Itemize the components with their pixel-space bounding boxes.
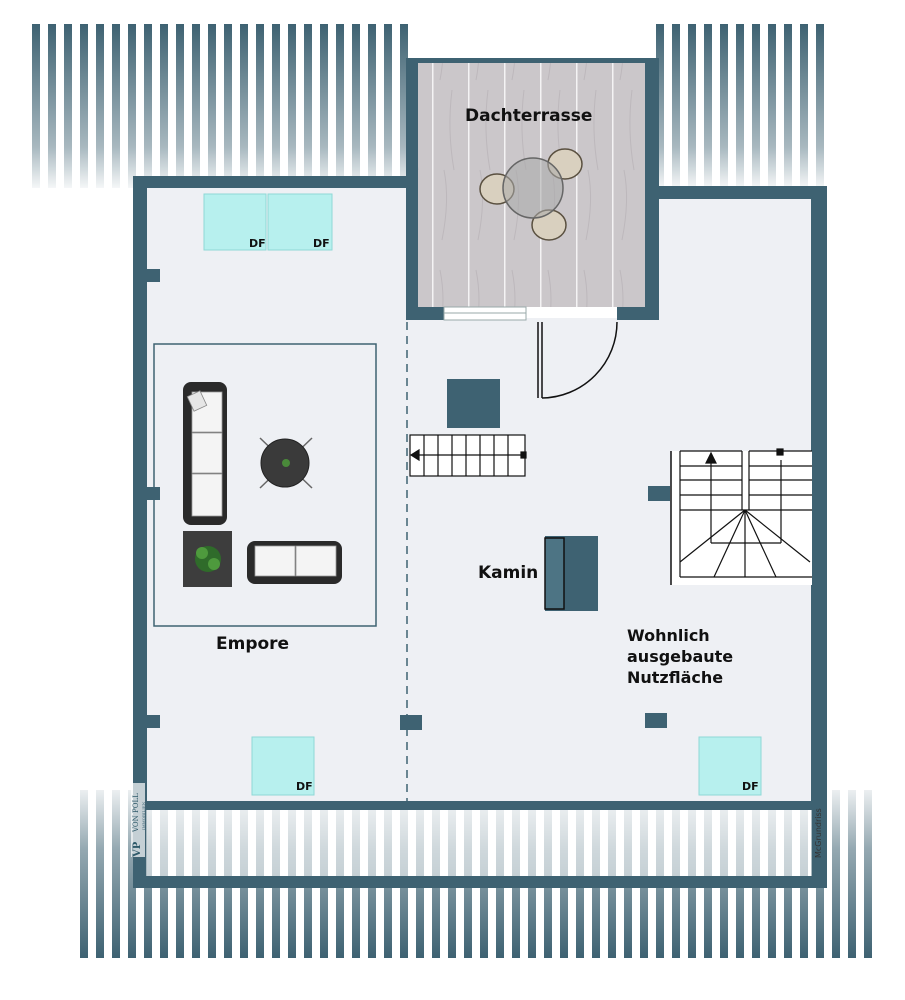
- label-empore: Empore: [216, 634, 290, 654]
- roof-area-top-left: [24, 24, 412, 188]
- label-dachterrasse: Dachterrasse: [465, 106, 593, 126]
- fireplace: [544, 536, 598, 611]
- label-kamin: Kamin: [478, 563, 539, 583]
- label-nutzflaeche-line3: Nutzfläche: [627, 668, 724, 687]
- skylight-label-1: DF: [249, 237, 266, 250]
- stairs-u-shaped: [670, 448, 812, 585]
- door-swing: [537, 321, 618, 399]
- label-nutzflaeche-line1: Wohnlich: [627, 626, 710, 645]
- label-nutzflaeche-line2: ausgebaute: [627, 647, 734, 666]
- stairs-straight: [409, 434, 527, 477]
- shaft: [447, 379, 500, 428]
- coffee-table: [259, 437, 313, 489]
- lower-roof-band: [146, 810, 812, 876]
- terrace-table-set: [479, 148, 583, 241]
- roof-area-top-right: [650, 24, 832, 188]
- skylight-2: [267, 193, 333, 251]
- skylight-4: [698, 736, 762, 796]
- skylight-label-4: DF: [742, 780, 759, 793]
- rug: [153, 343, 377, 627]
- credit-text: McGrundriss: [814, 808, 823, 858]
- walls: [133, 58, 827, 888]
- sofa-horizontal: [247, 541, 342, 584]
- plant-pot: [183, 531, 232, 587]
- skylight-1: [203, 193, 267, 251]
- skylight-label-2: DF: [313, 237, 330, 250]
- logo-mark: [131, 783, 145, 857]
- skylight-3: [251, 736, 315, 796]
- logo-monogram: VP: [132, 841, 143, 857]
- skylights: [203, 193, 762, 796]
- skylight-label-3: DF: [296, 780, 313, 793]
- logo-subtext: IMMOBILIEN: [141, 801, 146, 830]
- logo-text: VON POLL: [132, 793, 140, 832]
- sofa-vertical: [183, 382, 227, 525]
